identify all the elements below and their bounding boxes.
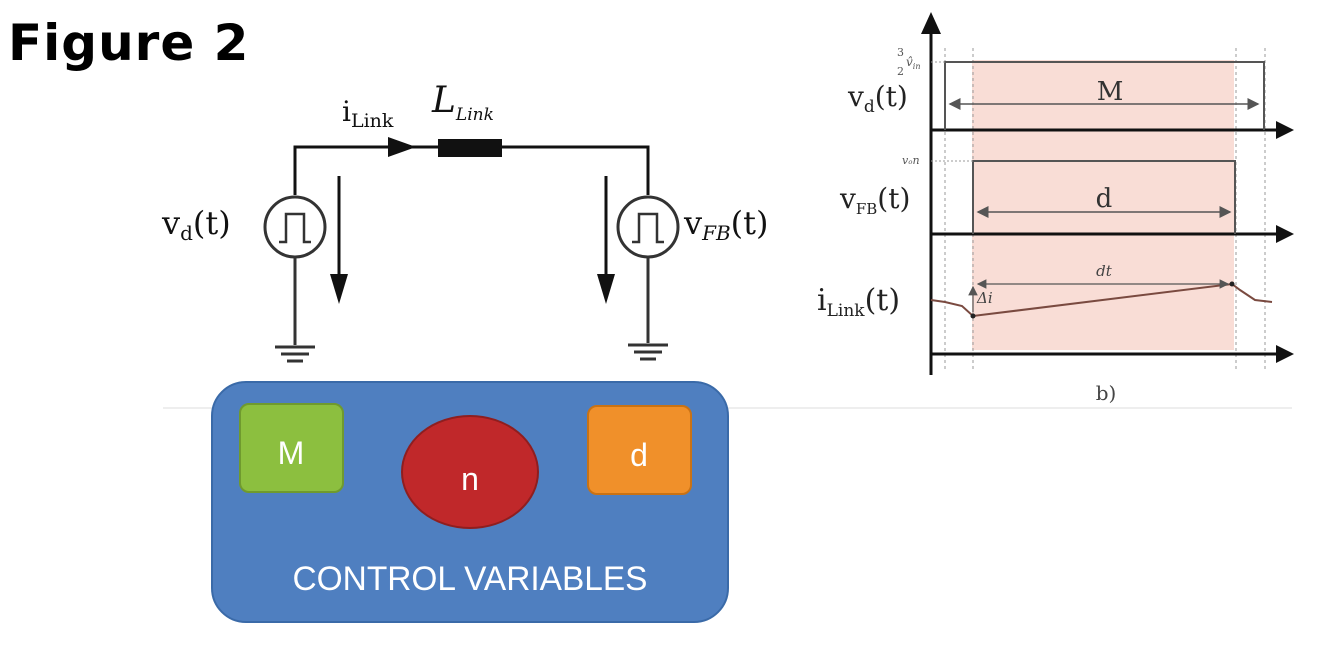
wire-top-right: [500, 145, 650, 195]
d-variable-box: [587, 405, 692, 495]
vd-pulse: [944, 61, 1265, 130]
vfb-level-label: vₒn: [902, 154, 920, 167]
vfb-width-label: d: [1096, 184, 1113, 214]
d-variable-label: d: [630, 437, 648, 473]
right-pulse-symbol: [632, 212, 664, 244]
m-variable-label: M: [278, 435, 305, 471]
waveform-caption: b): [1096, 381, 1117, 405]
svg-text:2: 2: [897, 65, 904, 78]
ilink-label: iLink(t): [817, 283, 900, 321]
ilink-waveform: [930, 282, 1273, 318]
wire-top-left: [293, 145, 440, 195]
panel-title: CONTROL VARIABLES: [293, 560, 648, 598]
left-ground: [275, 345, 315, 363]
ilink-dt-label: dt: [1096, 262, 1113, 280]
left-source-label: vd(t): [161, 204, 231, 245]
right-ground: [628, 343, 668, 361]
m-variable-box: [239, 403, 344, 493]
current-arrow: [388, 137, 416, 157]
waveform-diagram: M d dt Δi 3 2 v̂in vₒn vd(t) vFB(t) iLin…: [817, 12, 1294, 405]
vfb-label: vFB(t): [839, 182, 910, 218]
current-label: iLink: [342, 95, 394, 132]
inductor-label: LLink: [431, 80, 494, 125]
vd-width-label: M: [1097, 77, 1124, 107]
control-variables-panel: M n d CONTROL VARIABLES: [211, 381, 729, 623]
vd-label: vd(t): [847, 80, 908, 117]
figure-title: Figure 2: [8, 14, 250, 72]
right-source-label: vFB(t): [683, 204, 768, 245]
inductor: [438, 139, 502, 157]
svg-text:v̂in: v̂in: [906, 55, 921, 71]
ilink-delta-label: Δi: [976, 289, 993, 307]
n-variable-label: n: [461, 461, 479, 497]
vd-level-label: 3: [897, 46, 904, 59]
left-pulse-symbol: [279, 212, 311, 244]
left-source: [263, 195, 327, 259]
n-variable-ellipse: [401, 415, 539, 529]
right-source: [616, 195, 680, 259]
circuit-diagram: iLink LLink vd(t) vFB(t): [161, 80, 768, 363]
vfb-pulse: [972, 160, 1236, 234]
